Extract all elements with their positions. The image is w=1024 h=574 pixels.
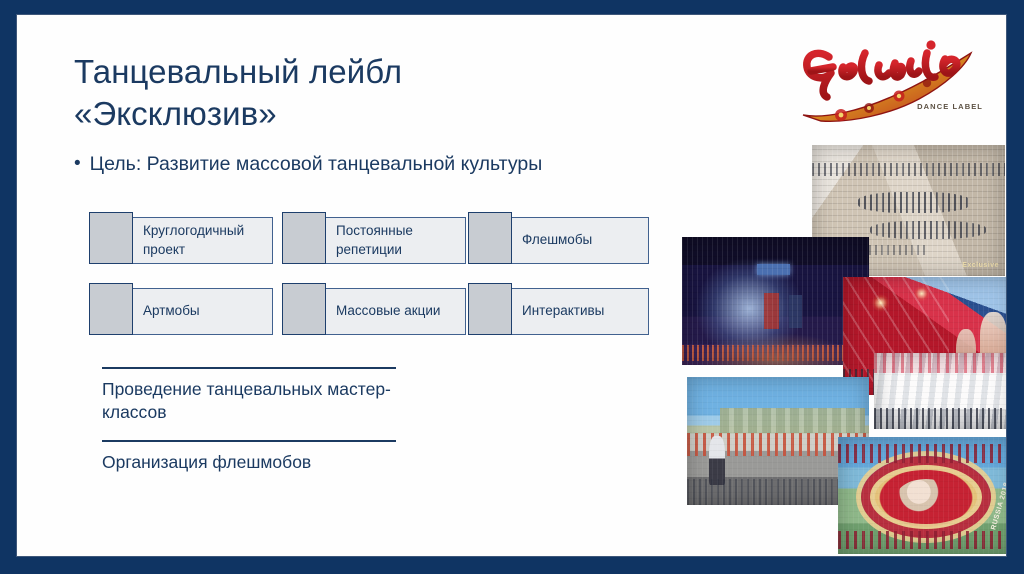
statement-masterclasses: Проведение танцевальных мастер-классов [102,367,396,425]
statement-text: Организация флешмобов [102,452,312,472]
box-body: Флешмобы [490,217,649,264]
activity-box-year-round[interactable]: Круглогодичный проект [89,212,273,264]
box-body: Массовые акции [304,288,466,335]
activity-box-label: Флешмобы [522,232,593,248]
box-tab-icon [89,212,133,264]
box-body: Постоянные репетиции [304,217,466,264]
activity-box-label: Массовые акции [336,303,441,319]
photo-cheering-crowd [874,353,1006,429]
statement-rule [102,440,396,442]
box-tab-icon [282,212,326,264]
box-body: Круглогодичный проект [111,217,273,264]
activity-box-rehearsals[interactable]: Постоянные репетиции [282,212,466,264]
activity-box-mass-actions[interactable]: Массовые акции [282,283,466,335]
activity-box-flashmobs[interactable]: Флешмобы [468,212,649,264]
activity-box-interactives[interactable]: Интерактивы [468,283,649,335]
logo-subtitle: DANCE LABEL [917,102,983,111]
page-title: Танцевальный лейбл «Эксклюзив» [74,51,674,135]
box-tab-icon [282,283,326,335]
photo-stage-show [682,237,869,365]
photo-stadium-card-stunt: RUSSIA 2018 [838,437,1006,554]
box-body: Интерактивы [490,288,649,335]
bullet-marker-icon: • [74,153,81,174]
photo-watermark: Exclusive [962,262,999,269]
activity-box-label: Интерактивы [522,303,605,319]
statement-flashmobs: Организация флешмобов [102,440,396,474]
box-tab-icon [468,283,512,335]
activity-box-artmobs[interactable]: Артмобы [89,283,273,335]
goal-bullet-text: Цель: Развитие массовой танцевальной кул… [89,153,543,175]
activity-box-label: Круглогодичный проект [143,222,245,257]
exclusive-logo: DANCE LABEL [795,23,995,127]
title-line-2: «Эксклюзив» [74,95,277,133]
statement-text: Проведение танцевальных мастер-классов [102,379,391,423]
box-tab-icon [468,212,512,264]
statement-rule [102,367,396,369]
activity-box-label: Артмобы [143,303,200,319]
title-line-1: Танцевальный лейбл [74,53,403,91]
box-body: Артмобы [111,288,273,335]
goal-bullet: • Цель: Развитие массовой танцевальной к… [74,153,542,176]
activity-box-grid: Круглогодичный проект Постоянные репетиц… [89,212,649,342]
slide-canvas: Танцевальный лейбл «Эксклюзив» • Цель: Р… [17,15,1006,556]
world-cup-ball-icon [896,479,956,517]
activity-box-label: Постоянные репетиции [336,222,413,257]
box-tab-icon [89,283,133,335]
